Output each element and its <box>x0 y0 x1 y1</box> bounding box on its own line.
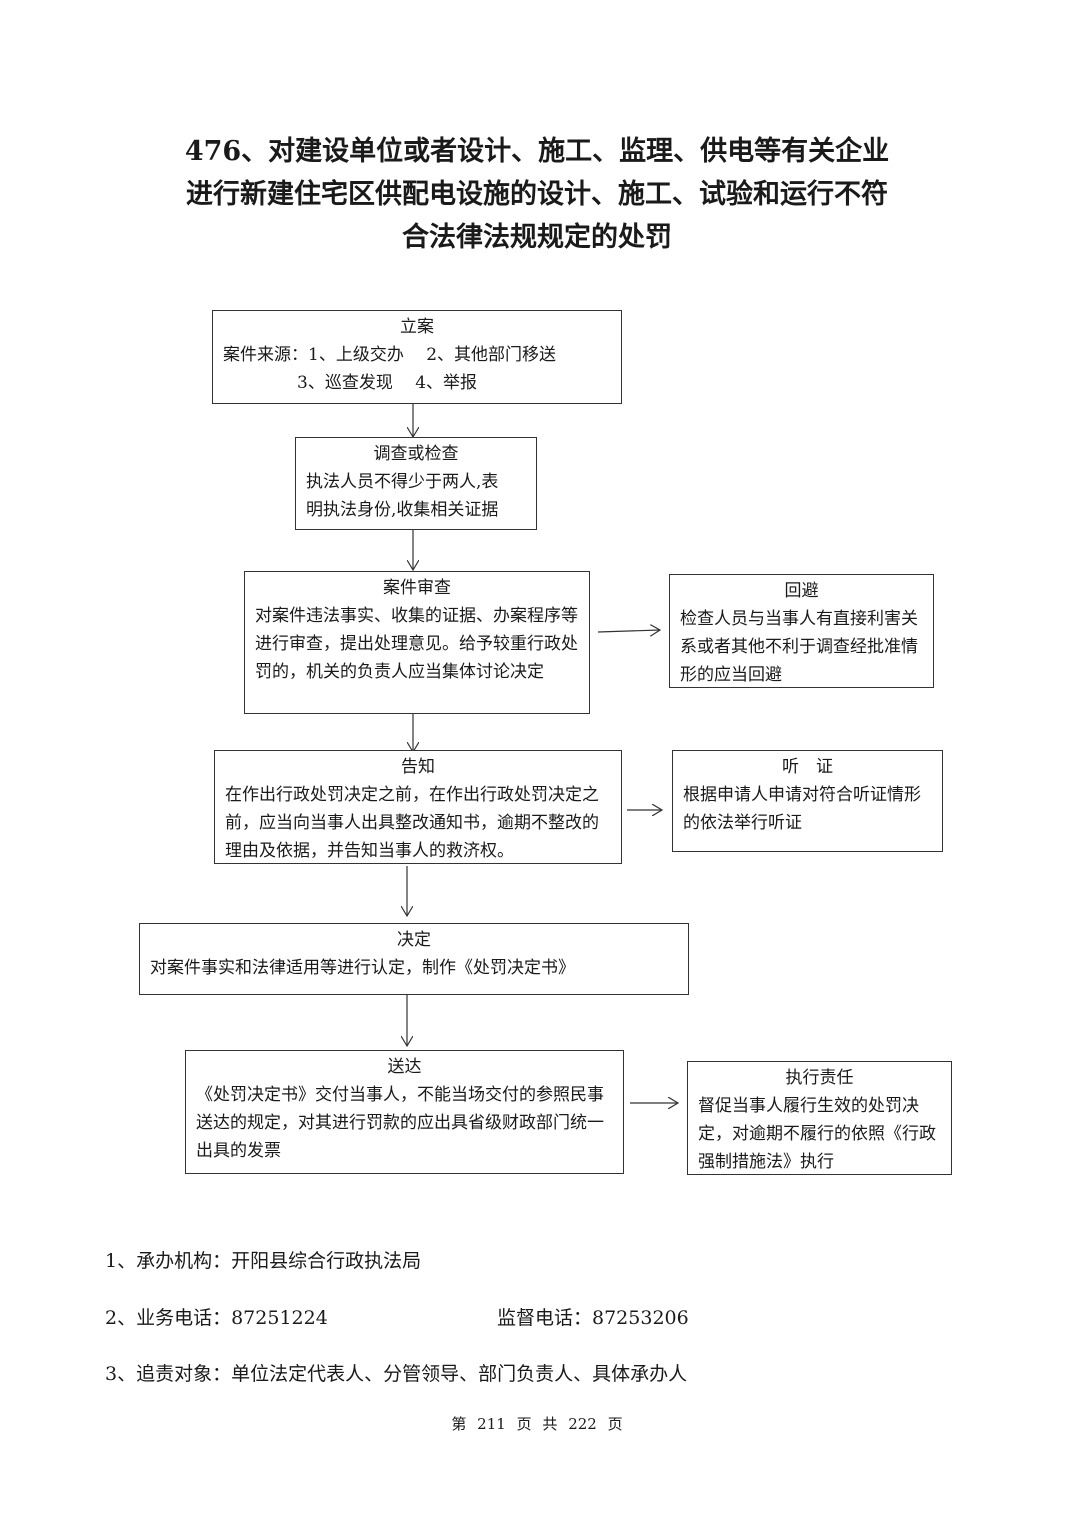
footer-page-number: 211 <box>477 1415 506 1433</box>
investigation-line-1: 执法人员不得少于两人,表 <box>306 472 499 492</box>
footer-suffix: 页 <box>607 1415 623 1433</box>
info-accountability: 3、追责对象：单位法定代表人、分管领导、部门负责人、具体承办人 <box>105 1363 688 1385</box>
footer-prefix: 第 <box>451 1415 467 1433</box>
decision-body: 对案件事实和法律适用等进行认定，制作《处罚决定书》 <box>150 958 575 978</box>
enforcement-body: 督促当事人履行生效的处罚决定，对逾期不履行的依照《行政强制措施法》执行 <box>698 1096 936 1172</box>
footer-total-label: 共 <box>542 1415 558 1433</box>
review-heading: 案件审查 <box>383 578 451 598</box>
filing-source-line-1: 案件来源：1、上级交办 2、其他部门移送 <box>223 345 557 365</box>
title-line-1: 476、对建设单位或者设计、施工、监理、供电等有关企业 <box>184 136 890 167</box>
investigation-box: 调查或检查 执法人员不得少于两人,表 明执法身份,收集相关证据 <box>295 437 537 530</box>
investigation-line-2: 明执法身份,收集相关证据 <box>306 500 499 520</box>
footer-total-pages: 222 <box>568 1415 597 1433</box>
enforcement-box: 执行责任 督促当事人履行生效的处罚决定，对逾期不履行的依照《行政强制措施法》执行 <box>687 1061 952 1175</box>
recusal-heading: 回避 <box>784 581 819 601</box>
delivery-box: 送达 《处罚决定书》交付当事人，不能当场交付的参照民事送达的规定，对其进行罚款的… <box>185 1050 624 1174</box>
page-title: 476、对建设单位或者设计、施工、监理、供电等有关企业 进行新建住宅区供配电设施… <box>0 130 1074 259</box>
hearing-box: 听 证 根据申请人申请对符合听证情形的依法举行听证 <box>672 750 943 852</box>
review-body: 对案件违法事实、收集的证据、办案程序等进行审查，提出处理意见。给予较重行政处罚的… <box>255 606 578 682</box>
filing-heading: 立案 <box>400 317 434 337</box>
notice-box: 告知 在作出行政处罚决定之前，在作出行政处罚决定之前，应当向当事人出具整改通知书… <box>214 750 622 864</box>
enforcement-heading: 执行责任 <box>785 1068 854 1088</box>
page-footer: 第 211 页 共 222 页 <box>0 1413 1074 1434</box>
notice-heading: 告知 <box>401 757 435 777</box>
recusal-box: 回避 检查人员与当事人有直接利害关系或者其他不利于调查经批准情形的应当回避 <box>669 574 934 688</box>
notice-body: 在作出行政处罚决定之前，在作出行政处罚决定之前，应当向当事人出具整改通知书，逾期… <box>225 785 599 861</box>
title-line-3: 合法律法规规定的处罚 <box>402 222 672 253</box>
filing-source-line-2: 3、巡查发现 4、举报 <box>297 373 478 393</box>
arrow-review-to-recusal <box>597 630 660 632</box>
title-line-2: 进行新建住宅区供配电设施的设计、施工、试验和运行不符 <box>186 179 888 210</box>
investigation-heading: 调查或检查 <box>373 444 459 464</box>
footer-page-label: 页 <box>516 1415 532 1433</box>
info-organization: 1、承办机构：开阳县综合行政执法局 <box>105 1250 422 1272</box>
recusal-body: 检查人员与当事人有直接利害关系或者其他不利于调查经批准情形的应当回避 <box>680 609 918 685</box>
filing-box: 立案 案件来源：1、上级交办 2、其他部门移送 3、巡查发现 4、举报 <box>212 310 622 404</box>
info-supervision-phone: 监督电话：87253206 <box>497 1307 689 1329</box>
hearing-heading: 听 证 <box>782 757 833 777</box>
review-box: 案件审查 对案件违法事实、收集的证据、办案程序等进行审查，提出处理意见。给予较重… <box>244 571 590 714</box>
hearing-body: 根据申请人申请对符合听证情形的依法举行听证 <box>683 785 921 833</box>
info-business-phone: 2、业务电话：87251224 <box>105 1307 328 1329</box>
delivery-heading: 送达 <box>387 1057 422 1077</box>
decision-box: 决定 对案件事实和法律适用等进行认定，制作《处罚决定书》 <box>139 923 689 995</box>
decision-heading: 决定 <box>397 930 431 950</box>
delivery-body: 《处罚决定书》交付当事人，不能当场交付的参照民事送达的规定，对其进行罚款的应出具… <box>196 1085 604 1161</box>
